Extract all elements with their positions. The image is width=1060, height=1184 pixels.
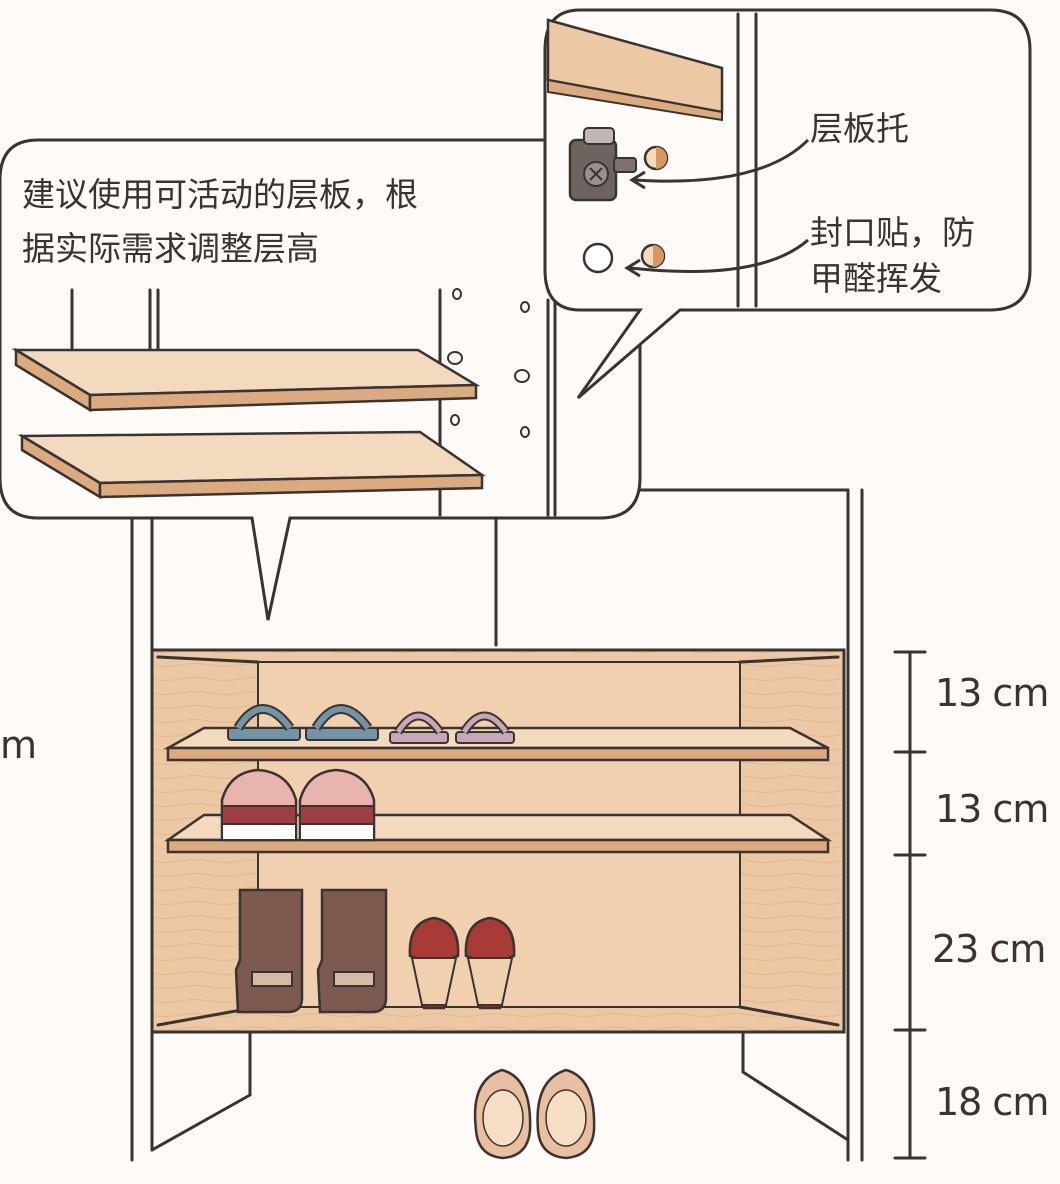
label-shelf-support: 层板托 [810,109,909,148]
sandals [227,704,515,744]
dimension-label-4: 18 cm [935,1080,1048,1124]
seal-sticker-icon [582,242,666,274]
floating-shelf-2 [17,430,486,500]
dimension-label-3: 23 cm [932,927,1045,971]
callout-left: 建议使用可活动的层板，根 据实际需求调整层高 [0,138,642,621]
dimension-label-1: 13 cm [935,671,1048,715]
callout-left-line-2: 据实际需求调整层高 [22,229,319,268]
cropped-unit-fragment: m [0,723,36,767]
dimension-label-2: 13 cm [935,787,1048,831]
label-seal-line-1: 封口贴，防 [810,213,975,252]
shoe-compartment [150,648,846,1034]
arrow-to-shelf-support [634,138,810,183]
callout-right: 层板托 封口贴，防 甲醛挥发 [543,8,1032,400]
sneakers [220,768,376,842]
label-seal-line-2: 甲醛挥发 [810,259,942,298]
callout-left-line-1: 建议使用可活动的层板，根 [22,175,418,214]
arrow-to-seal-sticker [629,238,809,273]
floating-shelf-1 [11,347,481,413]
dimension-ruler: 13 cm 13 cm 23 cm 18 cm [893,650,1049,1160]
shelf-support-icon [568,127,669,202]
slippers [473,1068,596,1160]
cabinet [130,428,864,1162]
boots [234,888,388,1014]
high-heels [408,916,516,1010]
shelf-holes [447,288,530,438]
